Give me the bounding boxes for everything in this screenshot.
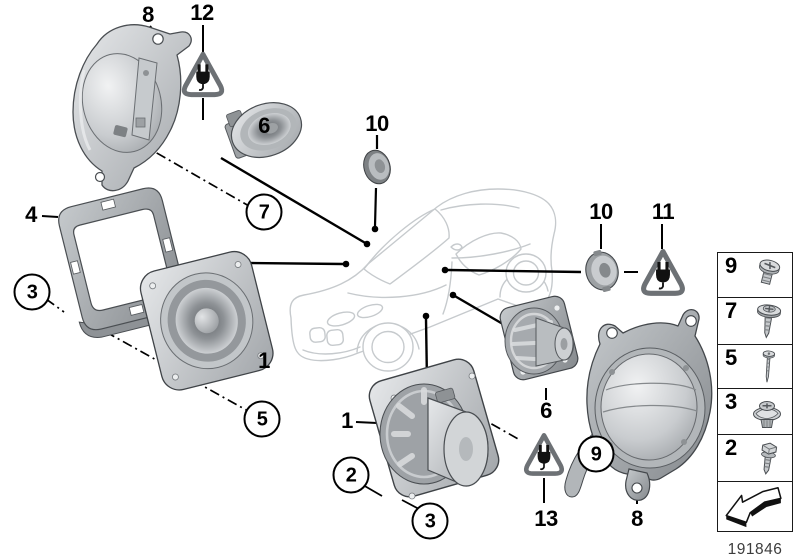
legend-ref-9: 9 bbox=[725, 253, 738, 278]
callout-13[interactable]: 13 bbox=[534, 506, 558, 531]
callout-4[interactable]: 4 bbox=[25, 202, 37, 227]
part-subwoofer-enclosure-rear bbox=[564, 309, 713, 501]
part-woofer-front bbox=[139, 250, 274, 391]
part-midrange-speaker-right bbox=[499, 295, 579, 381]
callout-6-right[interactable]: 6 bbox=[540, 398, 552, 423]
fastener-legend: 9 7 5 bbox=[717, 252, 793, 532]
callout-3-left-circled[interactable]: 3 bbox=[13, 273, 51, 311]
screw-pan-head-icon bbox=[759, 259, 781, 285]
callout-3-bottom-circled[interactable]: 3 bbox=[411, 502, 449, 540]
callout-12[interactable]: 12 bbox=[190, 0, 214, 25]
car-outline bbox=[289, 188, 557, 372]
legend-ref-2: 2 bbox=[725, 435, 738, 460]
legend-item-2[interactable]: 2 bbox=[717, 434, 793, 482]
legend-ref-5: 5 bbox=[725, 345, 738, 370]
screw-washer-head-icon bbox=[757, 304, 782, 339]
callout-7-circled[interactable]: 7 bbox=[245, 193, 283, 231]
leader-lines bbox=[41, 25, 663, 510]
part-tweeter-right bbox=[585, 249, 619, 293]
part-woofer-door bbox=[368, 358, 500, 500]
diagram-number: 191846 bbox=[727, 541, 783, 558]
callout-1-bottom[interactable]: 1 bbox=[341, 408, 353, 433]
legend-ref-7: 7 bbox=[725, 297, 738, 323]
callout-8-top[interactable]: 8 bbox=[142, 2, 154, 27]
legend-item-9[interactable]: 9 bbox=[717, 252, 793, 298]
electrical-connector-warning-icon bbox=[644, 252, 683, 294]
legend-item-3[interactable]: 3 bbox=[717, 387, 793, 436]
electrical-connector-warning-icon bbox=[526, 435, 561, 473]
screw-long-thin-icon bbox=[762, 350, 776, 382]
callout-10-right[interactable]: 10 bbox=[589, 199, 613, 224]
callout-9-circled[interactable]: 9 bbox=[577, 435, 615, 473]
legend-direction-arrow bbox=[717, 480, 793, 532]
location-dots bbox=[342, 225, 457, 320]
part-speaker-bracket-front bbox=[72, 24, 192, 192]
callout-5-circled[interactable]: 5 bbox=[243, 400, 281, 438]
legend-item-5[interactable]: 5 bbox=[717, 344, 793, 389]
plastic-nut-washer-icon bbox=[753, 400, 781, 428]
callout-6-top[interactable]: 6 bbox=[258, 113, 270, 138]
callout-10-left[interactable]: 10 bbox=[365, 111, 389, 136]
callout-2-circled[interactable]: 2 bbox=[332, 456, 370, 494]
part-midrange-speaker-top bbox=[224, 102, 303, 159]
bolt-hex-head-icon bbox=[761, 442, 778, 475]
callout-8-bottom[interactable]: 8 bbox=[631, 506, 643, 531]
electrical-connector-warning-icon bbox=[184, 54, 221, 94]
part-tweeter-left bbox=[363, 149, 391, 185]
callout-11[interactable]: 11 bbox=[651, 199, 675, 224]
direction-arrow-icon bbox=[725, 487, 782, 528]
legend-ref-3: 3 bbox=[725, 388, 738, 414]
callout-1-left[interactable]: 1 bbox=[258, 348, 270, 373]
legend-item-7[interactable]: 7 bbox=[717, 296, 793, 346]
